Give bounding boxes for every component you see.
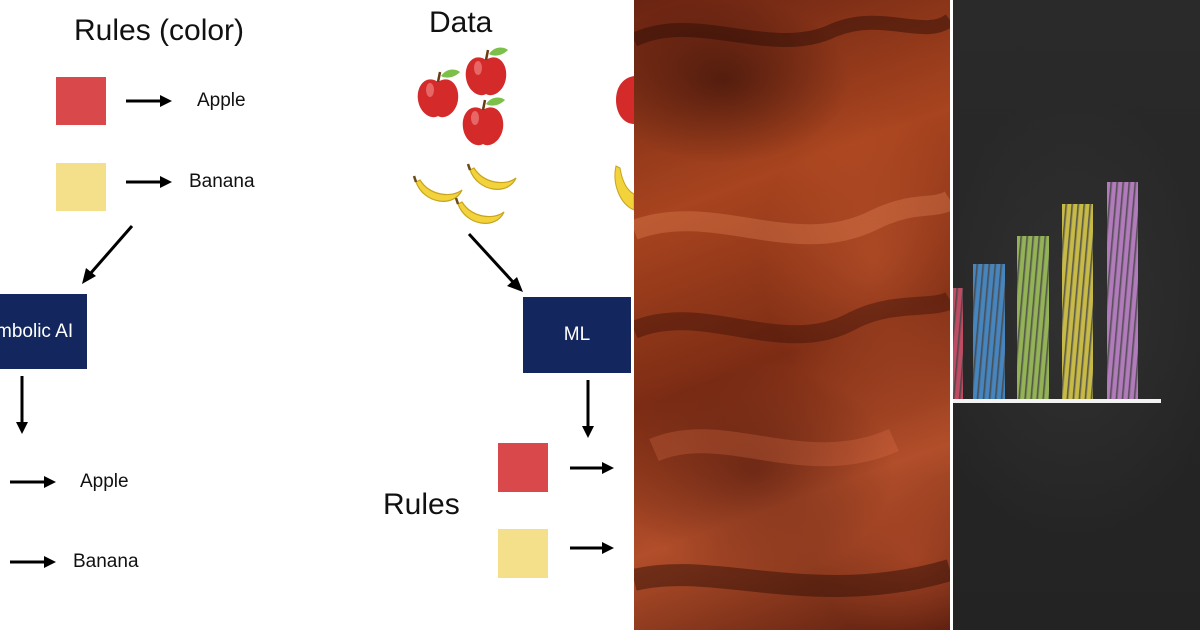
red-color-swatch xyxy=(498,443,548,492)
arrow-icon xyxy=(126,176,172,188)
chalk-bar xyxy=(1062,204,1093,399)
output-label-apple: Apple xyxy=(80,471,129,492)
down-arrow-icon xyxy=(582,380,594,438)
yellow-color-swatch xyxy=(56,163,106,211)
chalk-bar xyxy=(1017,236,1049,399)
chalkboard-bar-chart xyxy=(953,0,1200,630)
rule-label-banana: Banana xyxy=(189,171,255,192)
arrow-icon xyxy=(570,462,614,474)
yellow-color-swatch xyxy=(498,529,548,578)
chalk-baseline xyxy=(953,399,1161,403)
rule-label-apple: Apple xyxy=(197,90,246,111)
output-label-banana: Banana xyxy=(73,551,139,572)
bananas-icon xyxy=(412,163,517,224)
data-title: Data xyxy=(429,6,493,39)
chalk-bar xyxy=(1107,182,1138,399)
arrow-icon xyxy=(10,476,56,488)
chalk-bar xyxy=(953,288,963,399)
arrow-icon xyxy=(570,542,614,554)
symbolic-ai-box: Symbolic AI xyxy=(0,294,87,369)
ml-box: ML xyxy=(523,297,631,373)
diagonal-arrow-icon xyxy=(82,225,134,284)
symbolic-ai-label: Symbolic AI xyxy=(0,320,74,342)
arrow-icon xyxy=(126,95,172,107)
banana-partial-icon xyxy=(614,165,635,211)
rules-label: Rules xyxy=(383,488,460,521)
chalk-bar xyxy=(973,264,1005,399)
down-arrow-icon xyxy=(16,376,28,434)
red-color-swatch xyxy=(56,77,106,125)
apples-icon xyxy=(417,47,508,146)
diagonal-arrow-icon xyxy=(467,232,523,292)
apple-partial-icon xyxy=(616,76,634,124)
rules-color-title: Rules (color) xyxy=(74,14,245,47)
arrow-icon xyxy=(10,556,56,568)
canyon-rock-photo xyxy=(634,0,950,630)
ml-label: ML xyxy=(563,324,591,345)
